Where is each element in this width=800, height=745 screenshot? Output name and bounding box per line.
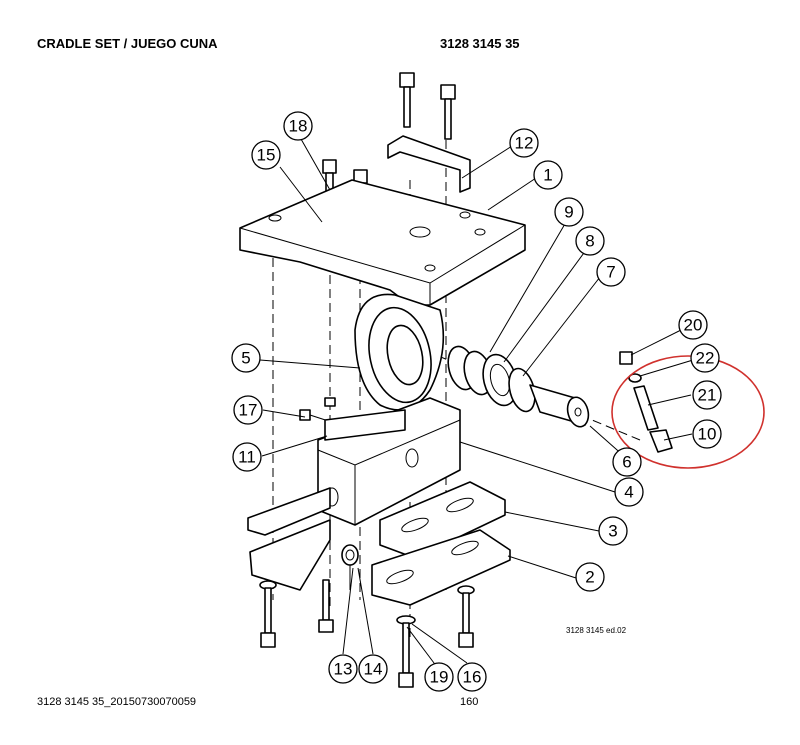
svg-text:2: 2: [585, 568, 594, 587]
callout-20: 20: [678, 310, 708, 340]
svg-text:19: 19: [430, 668, 449, 687]
bearing-rings: [447, 345, 536, 413]
part-13-14-eye-bolt: [341, 544, 359, 590]
page-title: CRADLE SET / JUEGO CUNA: [37, 36, 218, 51]
callout-12: 12: [509, 128, 539, 158]
svg-text:11: 11: [238, 448, 256, 467]
svg-text:5: 5: [241, 349, 250, 368]
svg-text:9: 9: [564, 203, 573, 222]
callout-21: 21: [692, 380, 722, 410]
callout-5: 5: [231, 343, 261, 373]
callout-leaders: [259, 138, 694, 668]
grease-fitting-parts: [619, 351, 673, 453]
callout-6: 6: [612, 447, 642, 477]
callout-11: 11: [232, 442, 262, 472]
callout-4: 4: [614, 477, 644, 507]
callout-10: 10: [692, 419, 722, 449]
svg-text:18: 18: [289, 117, 308, 136]
callout-1: 1: [533, 160, 563, 190]
part-5-cradle-body: [354, 293, 445, 411]
callout-19: 19: [424, 662, 454, 692]
callout-13: 13: [328, 654, 358, 684]
callout-14: 14: [358, 654, 388, 684]
svg-text:16: 16: [463, 668, 482, 687]
bottom-bolts: [259, 579, 475, 688]
part-number: 3128 3145 35: [440, 36, 520, 51]
part-2-base-plate: [249, 519, 511, 606]
part-17-11-bolt: [299, 397, 406, 441]
svg-text:6: 6: [622, 453, 631, 472]
callout-22: 22: [690, 343, 720, 373]
svg-text:1: 1: [543, 166, 552, 185]
callout-18: 18: [283, 111, 313, 141]
svg-text:20: 20: [684, 316, 703, 335]
footer-page-number: 160: [460, 696, 479, 708]
svg-text:22: 22: [696, 349, 715, 368]
svg-text:17: 17: [239, 401, 258, 420]
svg-text:10: 10: [698, 425, 717, 444]
footer-file-code: 3128 3145 35_20150730070059: [37, 696, 197, 708]
svg-text:8: 8: [585, 232, 594, 251]
svg-text:15: 15: [257, 146, 276, 165]
callout-2: 2: [575, 562, 605, 592]
callout-8: 8: [575, 226, 605, 256]
svg-text:4: 4: [624, 483, 633, 502]
callout-16: 16: [457, 662, 487, 692]
svg-text:13: 13: [334, 660, 353, 679]
part-6-pin: [529, 384, 590, 428]
part-12-bracket: [387, 135, 471, 193]
svg-text:12: 12: [515, 134, 534, 153]
drawing-code: 3128 3145 ed.02: [566, 626, 627, 635]
part-3-slide-plate: [247, 481, 506, 559]
svg-text:14: 14: [364, 660, 383, 679]
part-1-top-plate: [239, 179, 526, 306]
highlight-ellipse: [611, 355, 765, 469]
svg-text:3: 3: [608, 522, 617, 541]
svg-text:7: 7: [606, 263, 615, 282]
callout-17: 17: [233, 395, 263, 425]
callout-7: 7: [596, 257, 626, 287]
callout-3: 3: [598, 516, 628, 546]
svg-text:21: 21: [698, 386, 717, 405]
callout-9: 9: [554, 197, 584, 227]
callout-15: 15: [251, 140, 281, 170]
